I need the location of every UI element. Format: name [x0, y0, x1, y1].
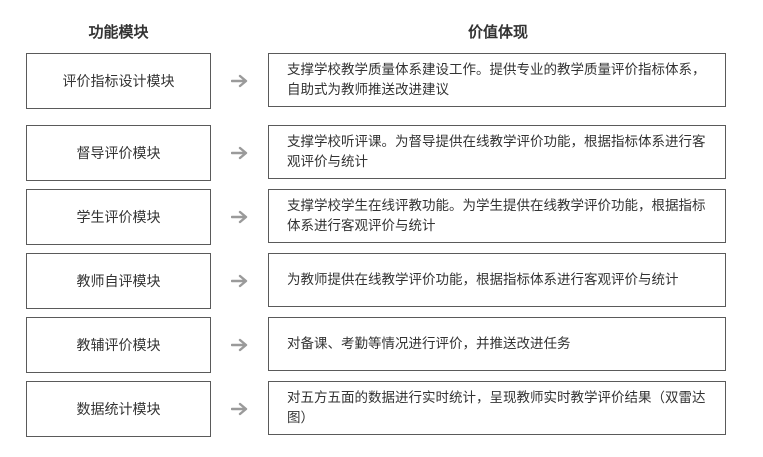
right-arrow-icon: [229, 317, 251, 373]
value-box: 对五方五面的数据进行实时统计，呈现教师实时教学评价结果（双雷达图）: [268, 381, 726, 435]
value-box: 支撑学校听评课。为督导提供在线教学评价功能，根据指标体系进行客观评价与统计: [268, 125, 726, 179]
module-box: 教师自评模块: [26, 253, 211, 309]
value-box: 对备课、考勤等情况进行评价，并推送改进任务: [268, 317, 726, 371]
module-label: 教辅评价模块: [76, 338, 161, 354]
value-text: 支撑学校学生在线评教功能。为学生提供在线教学评价功能，根据指标体系进行客观评价与…: [287, 198, 706, 234]
value-box: 为教师提供在线教学评价功能，根据指标体系进行客观评价与统计: [268, 253, 726, 307]
module-label: 数据统计模块: [76, 402, 161, 418]
module-row: 督导评价模块 支撑学校听评课。为督导提供在线教学评价功能，根据指标体系进行客观评…: [0, 125, 763, 181]
module-box: 学生评价模块: [26, 189, 211, 245]
module-box: 数据统计模块: [26, 381, 211, 437]
value-box: 支撑学校教学质量体系建设工作。提供专业的教学质量评价指标体系，自助式为教师推送改…: [268, 53, 726, 107]
module-label: 教师自评模块: [76, 274, 161, 290]
right-arrow-icon: [229, 53, 251, 109]
module-label: 督导评价模块: [76, 146, 161, 162]
module-box: 督导评价模块: [26, 125, 211, 181]
value-box: 支撑学校学生在线评教功能。为学生提供在线教学评价功能，根据指标体系进行客观评价与…: [268, 189, 726, 243]
header-function-module: 功能模块: [88, 23, 149, 41]
module-box: 评价指标设计模块: [26, 53, 211, 109]
value-text: 支撑学校听评课。为督导提供在线教学评价功能，根据指标体系进行客观评价与统计: [287, 134, 706, 170]
right-arrow-icon: [229, 381, 251, 437]
right-arrow-icon: [229, 125, 251, 181]
module-row: 学生评价模块 支撑学校学生在线评教功能。为学生提供在线教学评价功能，根据指标体系…: [0, 189, 763, 245]
module-row: 教辅评价模块 对备课、考勤等情况进行评价，并推送改进任务: [0, 317, 763, 373]
module-box: 教辅评价模块: [26, 317, 211, 373]
value-text: 支撑学校教学质量体系建设工作。提供专业的教学质量评价指标体系，自助式为教师推送改…: [287, 62, 706, 98]
right-arrow-icon: [229, 189, 251, 245]
module-label: 学生评价模块: [76, 210, 161, 226]
module-row: 数据统计模块 对五方五面的数据进行实时统计，呈现教师实时教学评价结果（双雷达图）: [0, 381, 763, 437]
module-row: 评价指标设计模块 支撑学校教学质量体系建设工作。提供专业的教学质量评价指标体系，…: [0, 53, 763, 109]
header-value: 价值体现: [467, 23, 528, 41]
value-text: 对备课、考勤等情况进行评价，并推送改进任务: [287, 336, 571, 352]
value-text: 对五方五面的数据进行实时统计，呈现教师实时教学评价结果（双雷达图）: [287, 390, 706, 426]
value-text: 为教师提供在线教学评价功能，根据指标体系进行客观评价与统计: [287, 272, 679, 288]
module-label: 评价指标设计模块: [62, 74, 175, 90]
right-arrow-icon: [229, 253, 251, 309]
module-row: 教师自评模块 为教师提供在线教学评价功能，根据指标体系进行客观评价与统计: [0, 253, 763, 309]
